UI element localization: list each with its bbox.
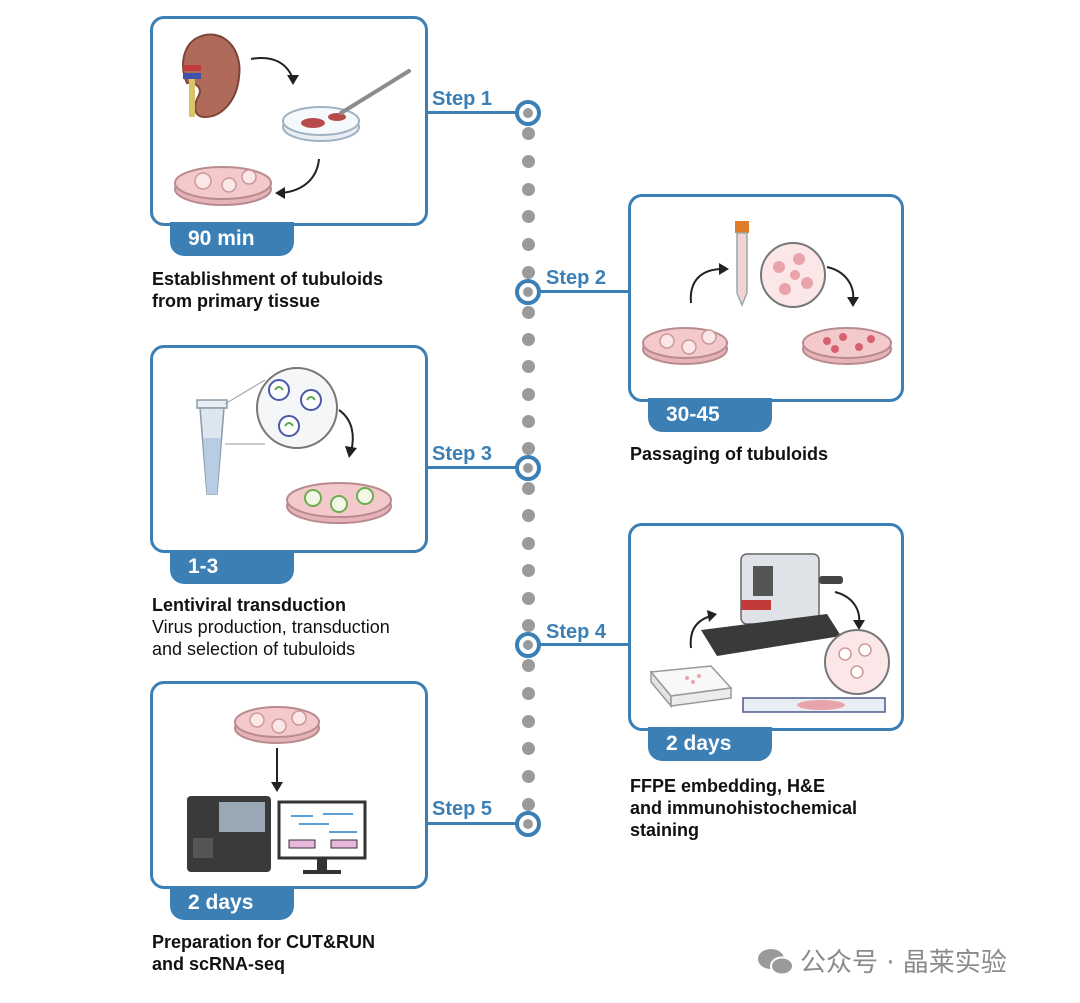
petri-dish-icon [234, 706, 320, 744]
step-1-caption: Establishment of tubuloids from primary … [152, 268, 383, 312]
step-4-title-line2: and immunohistochemical [630, 798, 858, 818]
step-3-label: Step 3 [432, 443, 493, 465]
step-4-title: FFPE embedding, H&E [630, 776, 826, 796]
petri-dish-icon [642, 327, 728, 365]
step-4-duration: 2 days [648, 727, 772, 761]
petri-dish-icon [282, 106, 360, 142]
timeline-dot [522, 360, 535, 374]
timeline-dot [522, 798, 535, 811]
step-5-title: Preparation for CUT&RUN [152, 932, 376, 952]
timeline-dot [522, 414, 535, 428]
timeline-dot [522, 482, 535, 495]
step-2-title: Passaging of tubuloids [630, 444, 829, 464]
step-1-connector [425, 111, 517, 114]
step-5-panel [150, 681, 428, 889]
magnifier-icon [760, 242, 826, 308]
slide-icon [742, 697, 886, 713]
kidney-icon [182, 33, 241, 119]
step-3-connector [425, 466, 517, 469]
step-3-title: Lentiviral transduction [152, 595, 347, 615]
wechat-icon [758, 949, 794, 976]
timeline-dot [522, 714, 535, 728]
step-1-title: Establishment of tubuloids [152, 269, 384, 289]
step-2-node [515, 279, 541, 305]
watermark-text: 公众号 · 晶莱实验 [800, 948, 1007, 978]
timeline-dot [522, 686, 535, 700]
step-5-caption: Preparation for CUT&RUN and scRNA-seq [152, 931, 375, 975]
step-3-subtitle-line2: and selection of tubuloids [152, 639, 356, 659]
step-1-panel [150, 16, 428, 226]
timeline-dot [522, 442, 535, 455]
timeline-dot [522, 619, 535, 632]
falcon-tube-icon [735, 221, 749, 307]
timeline-dot [522, 770, 535, 784]
timeline-dot [522, 333, 535, 347]
paraffin-block-icon [649, 665, 733, 709]
timeline-dot [522, 591, 535, 605]
step-1-node [515, 100, 541, 126]
step-4-label: Step 4 [546, 621, 607, 643]
timeline-dot [522, 659, 535, 672]
step-4-caption: FFPE embedding, H&E and immunohistochemi… [630, 775, 857, 841]
step-4-title-line3: staining [630, 820, 700, 840]
step-2-label: Step 2 [546, 267, 607, 289]
step-1-duration: 90 min [170, 222, 294, 256]
step-5-title-line2: and scRNA-seq [152, 954, 286, 974]
monitor-icon [277, 800, 367, 874]
timeline-dot [522, 154, 535, 168]
step-2-duration: 30-45 min [648, 398, 772, 460]
step-3-panel [150, 345, 428, 553]
step-3-node [515, 455, 541, 481]
step-4-connector [540, 643, 630, 646]
timeline-dot [522, 509, 535, 523]
step-5-connector [425, 822, 517, 825]
timeline-dot [522, 266, 535, 279]
magnifier-icon [824, 629, 890, 695]
step-1-title-line2: from primary tissue [152, 291, 321, 311]
timeline-dot [522, 210, 535, 224]
timeline-dot [522, 536, 535, 550]
sequencer-icon [187, 796, 271, 872]
timeline-dot [522, 306, 535, 319]
magnifier-icon [256, 367, 338, 449]
timeline-dot [522, 127, 535, 140]
step-2-panel [628, 194, 904, 402]
timeline-dot [522, 564, 535, 578]
step-5-duration: 2 days [170, 886, 294, 920]
virus-icon [268, 379, 322, 437]
step-3-subtitle: Virus production, transduction [152, 617, 390, 637]
petri-dish-icon [286, 482, 392, 524]
step-3-caption: Lentiviral transduction Virus production… [152, 594, 390, 660]
timeline-dot [522, 387, 535, 401]
timeline-dot [522, 238, 535, 252]
scalpel-icon [339, 69, 411, 115]
step-4-node [515, 632, 541, 658]
step-5-label: Step 5 [432, 798, 493, 820]
step-5-node [515, 811, 541, 837]
step-4-panel [628, 523, 904, 731]
microtome-icon [701, 553, 843, 656]
petri-dish-icon [802, 327, 892, 365]
step-3-duration: 1-3 weeks [170, 550, 294, 612]
step-2-connector [540, 290, 630, 293]
step-2-caption: Passaging of tubuloids [630, 443, 828, 465]
timeline-dot [522, 182, 535, 196]
petri-dish-icon [174, 166, 272, 206]
eppendorf-tube-icon [196, 399, 228, 495]
step-1-label: Step 1 [432, 88, 493, 110]
timeline-dot [522, 742, 535, 756]
